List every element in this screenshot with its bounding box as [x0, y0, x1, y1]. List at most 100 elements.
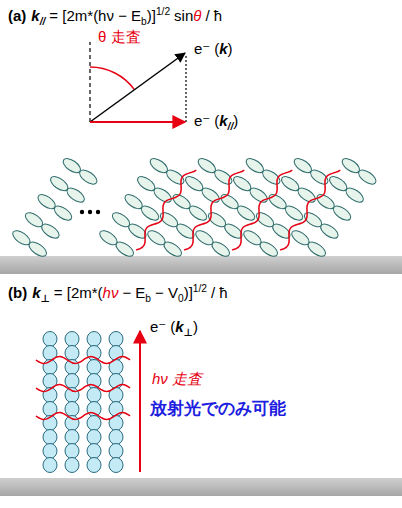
- orbital-lobe: [65, 444, 79, 459]
- orbital-lobe: [109, 332, 123, 347]
- orbital-lobe: [114, 239, 136, 259]
- orbital-lobe: [87, 430, 101, 445]
- substrate: [0, 256, 402, 274]
- k-perp-arrow: [139, 331, 141, 472]
- interaction-wave: [184, 170, 244, 250]
- text-part: = [2m*(hν − E: [49, 7, 141, 24]
- orbital-lobe: [87, 416, 101, 431]
- orbital-lobe: [43, 444, 57, 459]
- orbital-lobe: [27, 239, 49, 259]
- orbital-lobe: [87, 346, 101, 361]
- hv-scan-label: hν 走査: [152, 370, 202, 389]
- text-part: k: [219, 112, 227, 129]
- normal-line: [89, 42, 90, 122]
- orbital-lobe: [65, 185, 87, 205]
- text-part: − E: [122, 284, 145, 301]
- orbital-lobe: [87, 332, 101, 347]
- text-part: e⁻: [150, 318, 166, 335]
- orbital-lobe: [65, 458, 79, 473]
- formula-b: (b)k⊥= [2m*(hν− Eb− V0)]1/2/ ħ: [8, 283, 228, 306]
- electron-label: e⁻(k⊥): [150, 318, 198, 340]
- orbital-lobe: [65, 360, 79, 375]
- text-part: //: [228, 121, 234, 132]
- text-part: ): [228, 40, 233, 57]
- orbital-lobe: [109, 430, 123, 445]
- orbital-lobe: [87, 374, 101, 389]
- orbital-lobe: [331, 203, 353, 223]
- orbital-lobe: [109, 444, 123, 459]
- theta-arc: [90, 67, 134, 90]
- orbital-lobe: [296, 185, 318, 205]
- ellipsis-dot: [88, 210, 92, 214]
- orbital-lobe: [87, 444, 101, 459]
- orbital-lobe: [65, 332, 79, 347]
- text-part: = [2m*(: [54, 284, 103, 301]
- orbital-lobe: [43, 332, 57, 347]
- orbital-lobe: [87, 458, 101, 473]
- ellipsis-dot: [80, 210, 84, 214]
- standing-molecules: [43, 332, 123, 473]
- text-part: k: [219, 40, 227, 57]
- text-part: / ħ: [211, 284, 228, 301]
- text-part: e⁻: [194, 40, 210, 57]
- interaction-waves: [136, 170, 340, 250]
- orbital-lobe: [344, 185, 366, 205]
- text-part: k: [31, 7, 39, 24]
- orbital-lobe: [306, 239, 328, 259]
- projection-line: [185, 56, 186, 122]
- orbital-lobe: [109, 458, 123, 473]
- orbital-lobe: [87, 388, 101, 403]
- orbital-lobe: [210, 239, 232, 259]
- text-part: //: [40, 16, 46, 27]
- text-part: (b): [8, 284, 27, 301]
- k-parallel-arrow: [90, 121, 185, 123]
- orbital-lobe: [283, 203, 305, 223]
- orbital-lobe: [162, 239, 184, 259]
- text-part: hν: [103, 284, 119, 301]
- text-part: / ħ: [205, 7, 222, 24]
- orbital-lobe: [318, 221, 340, 241]
- orbital-lobe: [235, 203, 257, 223]
- text-part: )]: [184, 284, 193, 301]
- text-part: ): [233, 112, 238, 129]
- orbital-lobe: [39, 221, 61, 241]
- orbital-lobe: [87, 402, 101, 417]
- orbital-lobe: [139, 203, 161, 223]
- text-part: (: [170, 318, 175, 335]
- ellipsis-dot: [96, 210, 100, 214]
- k-vector-arrow: [90, 53, 185, 122]
- text-part: − V: [155, 284, 178, 301]
- text-part: )]: [147, 7, 156, 24]
- text-part: ⊥: [184, 327, 193, 338]
- electron-label: e⁻(k//): [194, 112, 238, 134]
- orbital-lobe: [65, 374, 79, 389]
- orbital-lobe: [258, 239, 280, 259]
- orbital-lobe: [356, 167, 378, 187]
- orbital-lobe: [187, 203, 209, 223]
- orbital-lobe: [87, 360, 101, 375]
- orbital-lobe: [43, 458, 57, 473]
- text-part: 1/2: [193, 283, 207, 294]
- theta-scan-label: θ 走査: [98, 28, 141, 47]
- interaction-wave: [280, 170, 340, 250]
- orbital-lobe: [65, 346, 79, 361]
- text-part: k: [175, 318, 183, 335]
- tilted-molecules: [10, 156, 378, 259]
- orbital-lobe: [65, 388, 79, 403]
- text-part: 1/2: [156, 6, 170, 17]
- text-part: sin: [174, 7, 193, 24]
- orbital-lobe: [52, 203, 74, 223]
- text-part: θ 走査: [98, 28, 141, 45]
- interaction-wave: [136, 170, 196, 250]
- text-part: 放射光でのみ可能: [150, 399, 286, 418]
- orbital-lobe: [65, 402, 79, 417]
- interaction-wave: [36, 385, 130, 392]
- text-part: ): [193, 318, 198, 335]
- interaction-wave: [36, 357, 130, 364]
- substrate: [0, 478, 402, 496]
- text-part: hν 走査: [152, 370, 202, 387]
- formula-a: (a)k//= [2m*(hν − Eb)]1/2sinθ/ ħ: [8, 6, 222, 29]
- text-part: k: [32, 284, 40, 301]
